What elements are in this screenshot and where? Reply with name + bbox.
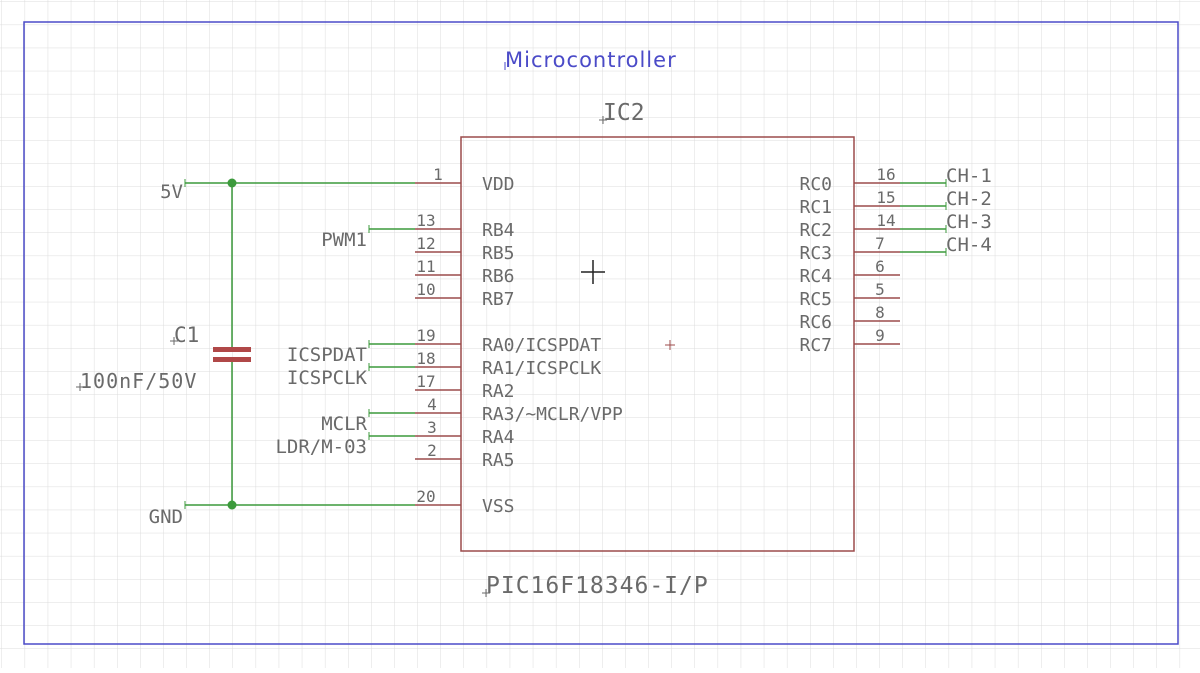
- left-pin-17: 17 RA2: [415, 372, 515, 402]
- pin-name: RB4: [482, 220, 515, 241]
- pin-number: 4: [427, 395, 437, 414]
- pin-name: VSS: [482, 496, 515, 517]
- pin-name: RC0: [799, 174, 832, 195]
- net-label-pwm1: PWM1: [321, 229, 367, 251]
- pin-number: 14: [876, 211, 895, 230]
- ic-origin-cross: [581, 260, 605, 284]
- net-ldr: LDR/M-03: [275, 432, 415, 458]
- pin-number: 6: [875, 257, 885, 276]
- pin-name: RA3/~MCLR/VPP: [482, 404, 623, 425]
- pin-number: 8: [875, 303, 885, 322]
- pin-number: 20: [416, 487, 435, 506]
- left-pin-13: 13 RB4: [415, 211, 515, 241]
- pin-number: 12: [416, 234, 435, 253]
- right-pin-14: 14 RC2: [799, 211, 900, 241]
- pin-number: 13: [416, 211, 435, 230]
- pin-name: RC1: [799, 197, 832, 218]
- right-pin-7: 7 RC3: [799, 234, 900, 264]
- pin-number: 7: [875, 234, 885, 253]
- right-pin-5: 5 RC5: [799, 280, 900, 310]
- left-pin-20: 20 VSS: [415, 487, 515, 517]
- left-pin-4: 4 RA3/~MCLR/VPP: [415, 395, 623, 425]
- pin-name: RC2: [799, 220, 832, 241]
- left-pin-10: 10 RB7: [415, 280, 515, 310]
- pin-number: 9: [875, 326, 885, 345]
- capacitor-value: 100nF/50V: [80, 369, 197, 393]
- pin-name: RA0/ICSPDAT: [482, 335, 601, 356]
- junction-gnd: [227, 500, 237, 510]
- pin-number: 10: [416, 280, 435, 299]
- pin-name: RC6: [799, 312, 832, 333]
- pin-name: RB5: [482, 243, 515, 264]
- right-pin-16: 16 RC0: [799, 165, 900, 195]
- net-label-ch2: CH-2: [946, 188, 992, 210]
- pin-name: RA2: [482, 381, 515, 402]
- sheet-frame: [23, 21, 1179, 645]
- right-pin-6: 6 RC4: [799, 257, 900, 287]
- left-pin-3: 3 RA4: [415, 418, 515, 448]
- net-5v: 5V: [160, 178, 415, 347]
- pin-number: 19: [416, 326, 435, 345]
- net-label-icspclk: ICSPCLK: [287, 367, 368, 389]
- pin-name: RA5: [482, 450, 515, 471]
- pin-name: RC3: [799, 243, 832, 264]
- net-pwm1: PWM1: [321, 225, 415, 251]
- left-pin-1: 1 VDD: [415, 165, 515, 195]
- left-pin-11: 11 RB6: [415, 257, 515, 287]
- net-label-5v: 5V: [160, 181, 183, 203]
- pin-number: 1: [433, 165, 443, 184]
- net-label-icspdat: ICSPDAT: [287, 344, 367, 366]
- sheet-title: Microcontroller: [505, 48, 677, 72]
- left-pin-18: 18 RA1/ICSPCLK: [415, 349, 601, 379]
- pin-name: RC7: [799, 335, 832, 356]
- net-mclr: MCLR: [321, 409, 415, 435]
- left-pin-12: 12 RB5: [415, 234, 515, 264]
- left-pin-19: 19 RA0/ICSPDAT: [415, 326, 601, 356]
- capacitor-c1: C1 100nF/50V: [76, 323, 251, 393]
- pin-number: 17: [416, 372, 435, 391]
- pin-name: RB6: [482, 266, 515, 287]
- pin-number: 5: [875, 280, 885, 299]
- net-icspdat: ICSPDAT: [287, 340, 415, 366]
- net-label-ch3: CH-3: [946, 211, 992, 233]
- net-label-ch1: CH-1: [946, 165, 992, 187]
- ic-center-marker: [665, 340, 675, 350]
- net-ch3: CH-3: [900, 211, 992, 233]
- ic-ref: IC2: [603, 100, 645, 126]
- net-ch2: CH-2: [900, 188, 992, 210]
- junction-5v: [227, 178, 237, 188]
- right-pin-9: 9 RC7: [799, 326, 900, 356]
- pin-name: RC5: [799, 289, 832, 310]
- pin-number: 18: [416, 349, 435, 368]
- right-pin-8: 8 RC6: [799, 303, 900, 333]
- pin-name: RA1/ICSPCLK: [482, 358, 601, 379]
- net-label-mclr: MCLR: [321, 413, 367, 435]
- pin-name: RA4: [482, 427, 515, 448]
- capacitor-ref: C1: [174, 323, 199, 347]
- pin-number: 2: [427, 441, 437, 460]
- ic-ref-origin: [599, 116, 607, 124]
- pin-name: VDD: [482, 174, 515, 195]
- pin-number: 3: [427, 418, 437, 437]
- net-gnd: GND: [149, 362, 415, 528]
- right-pin-15: 15 RC1: [799, 188, 900, 218]
- pin-number: 15: [876, 188, 895, 207]
- net-ch4: CH-4: [900, 234, 992, 256]
- net-label-ch4: CH-4: [946, 234, 992, 256]
- net-label-gnd: GND: [149, 506, 183, 528]
- ic-value: PIC16F18346-I/P: [486, 573, 709, 599]
- pin-number: 11: [416, 257, 435, 276]
- net-ch1: CH-1: [900, 165, 992, 187]
- net-label-ldr: LDR/M-03: [275, 436, 367, 458]
- pin-name: RB7: [482, 289, 515, 310]
- pin-number: 16: [876, 165, 895, 184]
- ic-value-origin: [482, 589, 490, 597]
- pin-name: RC4: [799, 266, 832, 287]
- net-icspclk: ICSPCLK: [287, 363, 415, 389]
- left-pin-2: 2 RA5: [415, 441, 515, 471]
